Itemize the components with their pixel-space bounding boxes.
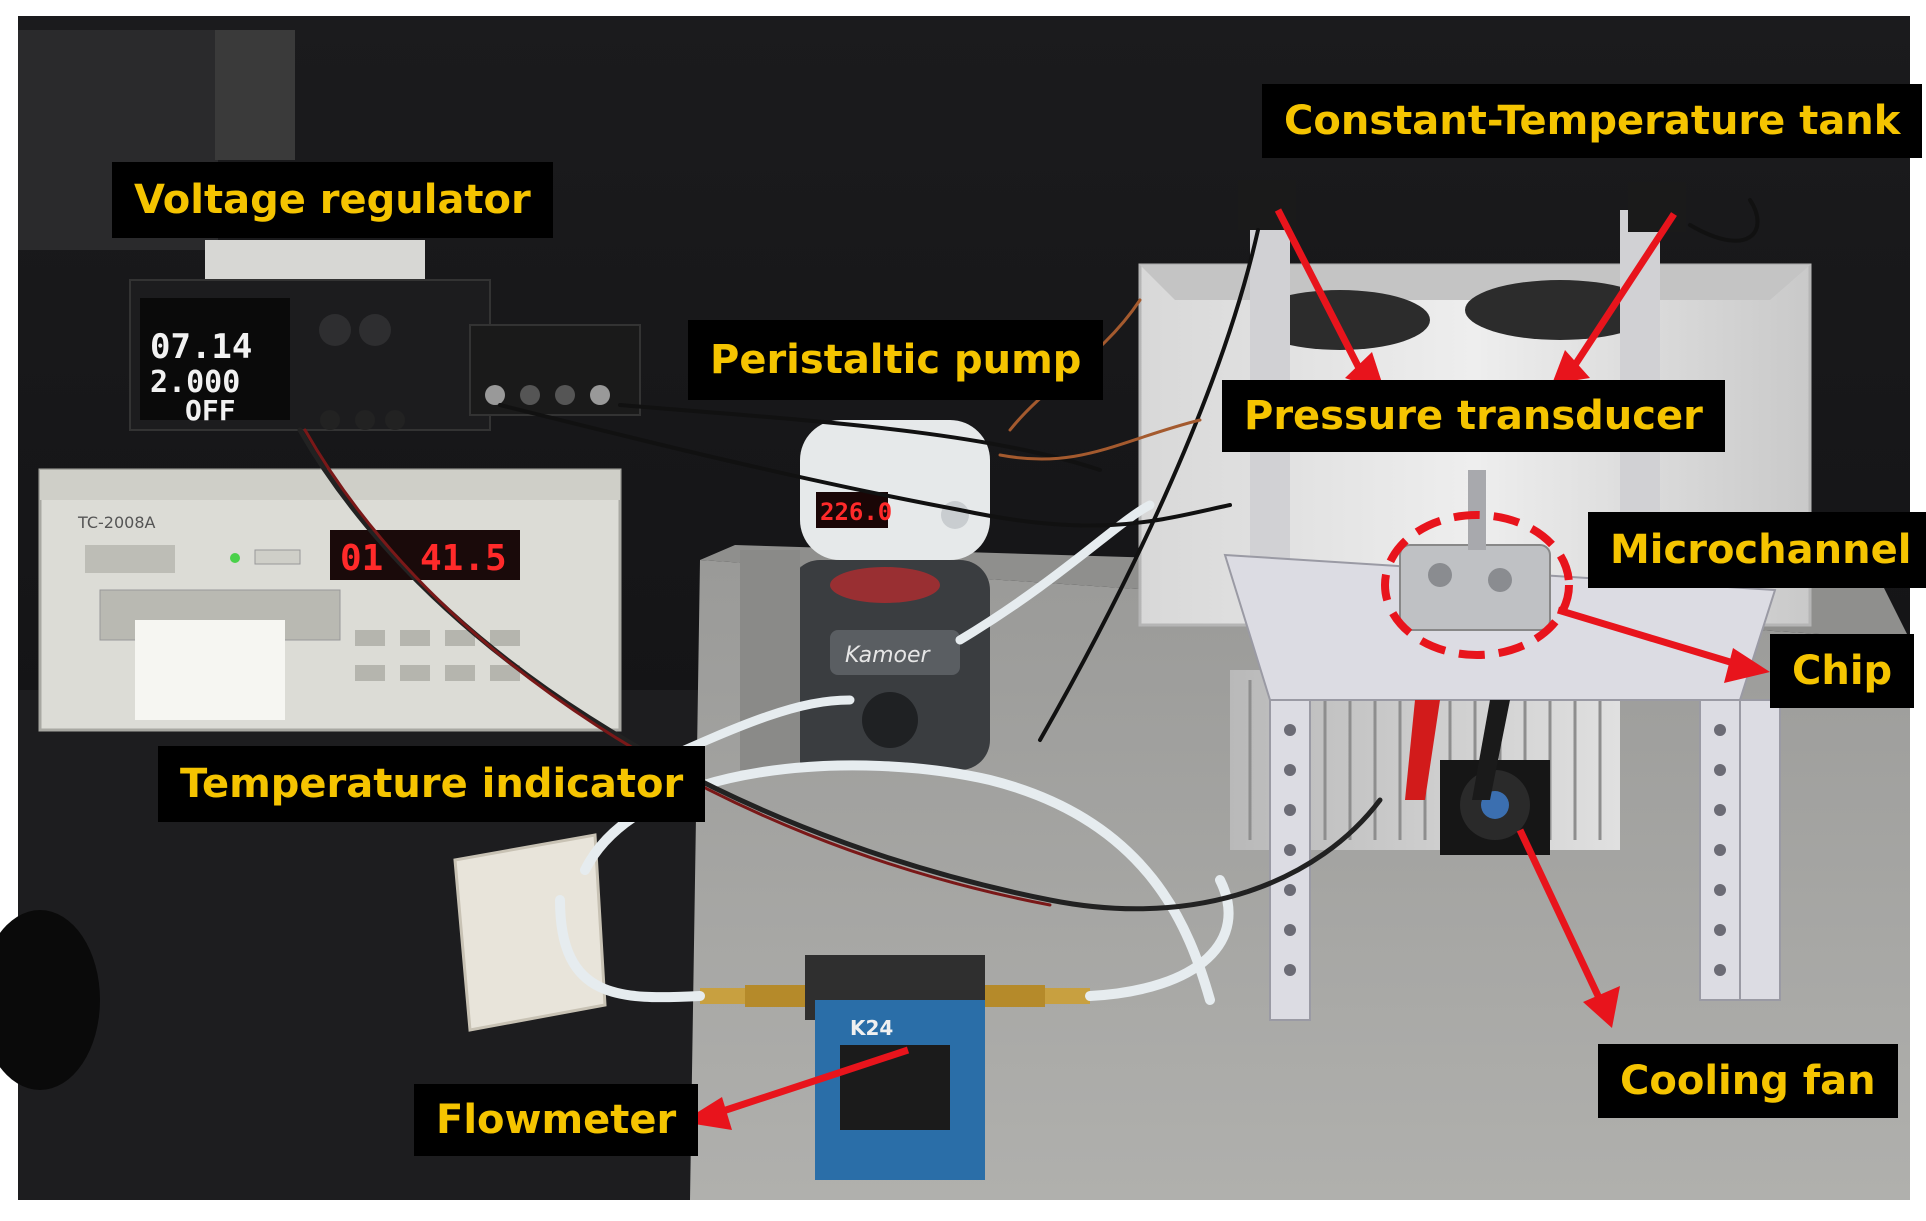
device-readout: 01 (340, 538, 383, 579)
flowmeter-device: K24 (700, 955, 1090, 1180)
temperature-indicator-device: TC-2008A 01 41.5 (38, 468, 622, 732)
device-readout: 07.14 (150, 327, 252, 367)
microchannel-highlight (1381, 511, 1573, 659)
label-chip: Chip (1770, 634, 1915, 708)
label-pressure-transducer: Pressure transducer (1222, 380, 1725, 452)
label-voltage-regulator: Voltage regulator (112, 162, 553, 238)
label-temperature-indicator: Temperature indicator (158, 746, 706, 822)
device-readout: 41.5 (420, 538, 507, 579)
device-readout: TC-2008A (77, 513, 156, 532)
peristaltic-pump-device: 226.0 Kamoer (740, 420, 990, 770)
microchannel-assembly (1399, 470, 1551, 631)
device-readout: K24 (850, 1016, 893, 1040)
voltage-regulator-device: 07.14 2.000 OFF (129, 240, 491, 431)
label-microchannel: Microchannel (1588, 512, 1926, 588)
device-readout: OFF (185, 394, 236, 427)
label-constant-temperature-tank: Constant-Temperature tank (1262, 84, 1923, 158)
device-readout: Kamoer (845, 643, 932, 668)
label-peristaltic-pump: Peristaltic pump (688, 320, 1104, 400)
label-cooling-fan: Cooling fan (1598, 1044, 1898, 1118)
device-readout: 226.0 (820, 498, 892, 526)
device-readout: 2.000 (150, 365, 240, 400)
label-flowmeter: Flowmeter (414, 1084, 699, 1156)
pressure-transducer-right (1628, 182, 1686, 232)
